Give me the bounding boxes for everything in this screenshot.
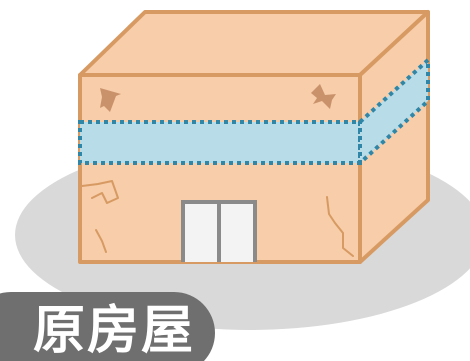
caption-badge <box>0 292 215 361</box>
reinforcement-band-front <box>78 120 362 165</box>
crack-left-upper <box>81 180 119 204</box>
crack-right <box>326 196 354 257</box>
reinforcement-band-side <box>358 58 430 165</box>
crack-left-lower <box>95 229 107 253</box>
caption-label: 原房屋 <box>33 301 196 361</box>
damage-mark-left <box>100 88 121 112</box>
door-panel-left <box>185 204 217 262</box>
door-panel-right <box>221 204 253 262</box>
damage-mark-right <box>311 84 336 109</box>
